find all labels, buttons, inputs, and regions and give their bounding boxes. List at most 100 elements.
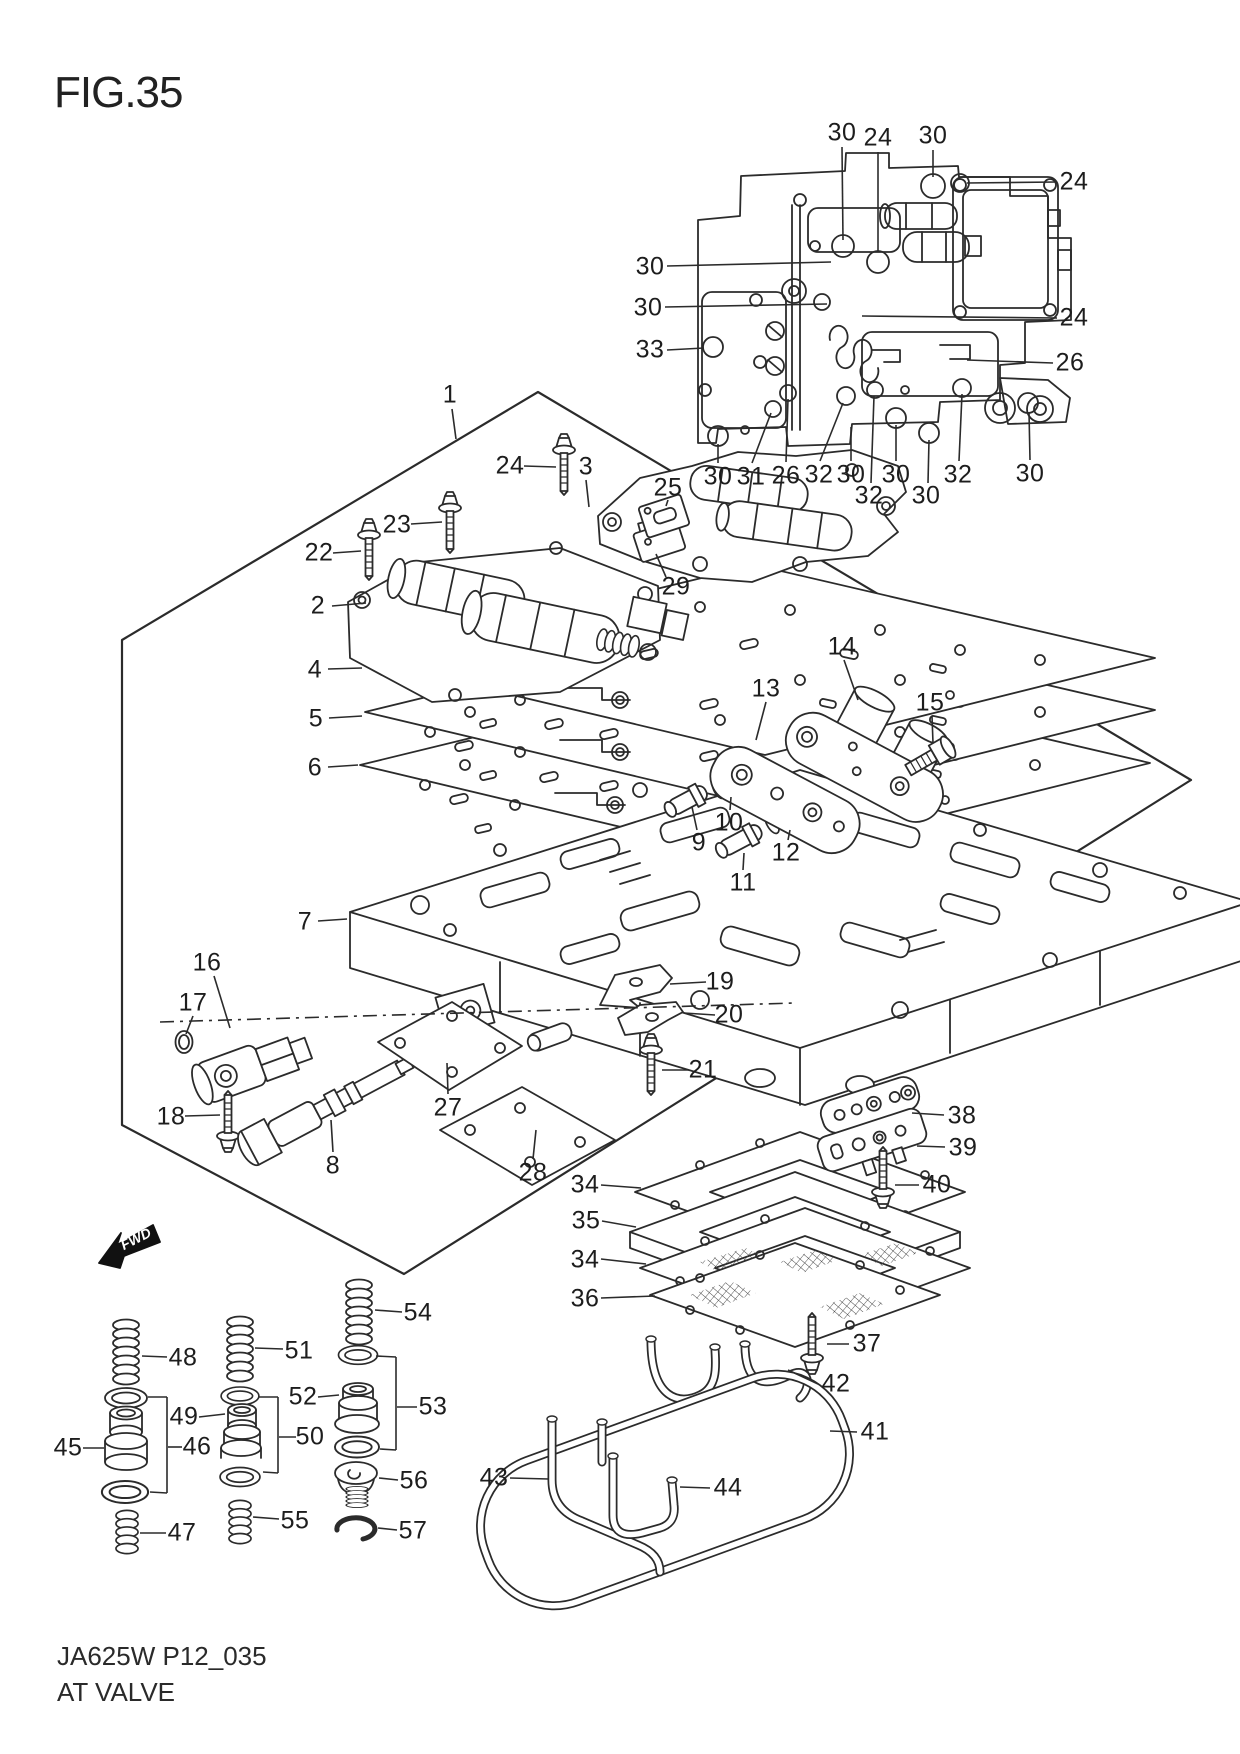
accumulator-14	[784, 685, 949, 823]
leader-line	[509, 1477, 550, 1480]
leader-line	[751, 412, 772, 464]
part-callout-31: 31	[736, 462, 766, 491]
elbow-fitting	[526, 1022, 573, 1052]
leader-line	[141, 1355, 168, 1358]
part-callout-3: 3	[578, 452, 594, 481]
part-callout-32: 32	[943, 460, 973, 489]
part-callout-36: 36	[570, 1284, 600, 1313]
leader-line	[149, 1491, 168, 1494]
leader-line	[600, 1184, 642, 1189]
leader-line	[958, 393, 963, 462]
pipe-43	[546, 1415, 665, 1577]
leader-line	[666, 261, 832, 267]
pipe-41	[476, 1369, 854, 1611]
part-callout-1: 1	[442, 380, 458, 409]
leader-line	[198, 1413, 226, 1418]
leader-line	[317, 918, 348, 922]
leader-line	[787, 1369, 819, 1385]
part-callout-26: 26	[771, 461, 801, 490]
pan-gasket-34b	[639, 1207, 971, 1329]
part-callout-55: 55	[280, 1506, 310, 1535]
part-callout-2: 2	[310, 591, 326, 620]
part-callout-5: 5	[308, 704, 324, 733]
part-callout-30: 30	[1015, 459, 1045, 488]
leader-line	[669, 981, 707, 985]
leader-line	[966, 359, 1054, 364]
part-callout-30: 30	[827, 118, 857, 147]
part-callout-50: 50	[295, 1422, 325, 1451]
part-callout-12: 12	[771, 838, 801, 867]
part-callout-20: 20	[714, 1000, 744, 1029]
part-callout-6: 6	[307, 753, 323, 782]
leader-line	[916, 1145, 946, 1148]
leader-line	[328, 715, 363, 719]
leader-line	[931, 715, 934, 744]
part-callout-53: 53	[418, 1392, 448, 1421]
part-callout-9: 9	[691, 828, 707, 857]
leader-line	[729, 796, 732, 811]
leader-line	[446, 1062, 449, 1095]
part-callout-26: 26	[1055, 348, 1085, 377]
leader-line	[374, 1309, 403, 1313]
part-callout-34: 34	[570, 1170, 600, 1199]
leader-line	[861, 315, 1058, 319]
leader-line	[655, 553, 667, 578]
leader-line	[330, 1119, 334, 1153]
leader-line	[691, 806, 698, 831]
part-callout-30: 30	[633, 293, 663, 322]
part-callout-21: 21	[688, 1055, 718, 1084]
leader-line	[252, 1516, 280, 1520]
valve-stack-49-51	[219, 1315, 262, 1545]
part-callout-24: 24	[1059, 167, 1089, 196]
leader-line	[379, 1448, 397, 1451]
part-callout-4: 4	[307, 655, 323, 684]
leader-line	[410, 521, 443, 525]
part-callout-14: 14	[827, 632, 857, 661]
leader-line	[665, 499, 669, 507]
leader-line	[601, 1220, 637, 1228]
leader-line	[327, 764, 359, 768]
leader-line	[819, 402, 844, 462]
solenoid-16	[191, 1036, 313, 1106]
leader-line	[375, 1355, 397, 1358]
footer-caption: AT VALVE	[57, 1677, 176, 1707]
leader-line	[600, 1258, 647, 1265]
leader-line	[185, 1015, 194, 1035]
part-callout-42: 42	[821, 1369, 851, 1398]
leader-line	[742, 852, 745, 871]
part-callout-30: 30	[635, 252, 665, 281]
part-callout-13: 13	[751, 674, 781, 703]
leader-line	[755, 701, 767, 741]
leader-line	[600, 1295, 656, 1299]
leader-line	[378, 1477, 399, 1481]
snap-ring-57	[334, 1515, 378, 1542]
part-callout-17: 17	[178, 988, 208, 1017]
part-callout-10: 10	[714, 808, 744, 837]
leader-line	[532, 1129, 537, 1160]
spring-seat-56	[334, 1461, 378, 1509]
strainer-36	[649, 1242, 941, 1348]
leader-line	[841, 146, 844, 241]
leader-line	[332, 550, 362, 554]
leader-line	[966, 181, 1058, 184]
part-callout-27: 27	[433, 1093, 463, 1122]
part-callout-38: 38	[947, 1101, 977, 1130]
gasket-13	[709, 745, 861, 855]
leader-line	[254, 1347, 284, 1350]
solenoid-assembly-lower	[347, 541, 690, 703]
leader-line	[523, 465, 557, 468]
leader-line	[683, 1012, 716, 1016]
part-callout-39: 39	[948, 1133, 978, 1162]
part-callout-32: 32	[804, 460, 834, 489]
part-callout-30: 30	[918, 121, 948, 150]
part-callout-35: 35	[571, 1206, 601, 1235]
upper-valve-body-rear-view	[697, 152, 1072, 447]
leader-line	[262, 1471, 279, 1474]
part-callout-37: 37	[852, 1329, 882, 1358]
leader-line	[911, 1112, 945, 1116]
part-callout-44: 44	[713, 1473, 743, 1502]
bracket-20	[617, 1001, 684, 1036]
leader-line	[870, 395, 875, 484]
leader-line	[785, 398, 789, 463]
